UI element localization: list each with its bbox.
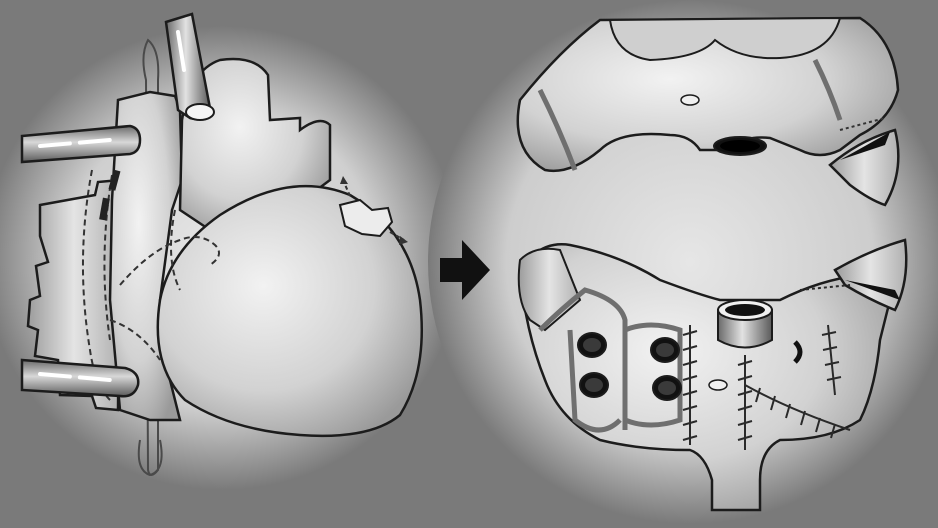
pulmonary-vein-orifice-4-inner — [658, 381, 676, 395]
svc-cannula-tip — [186, 104, 214, 120]
pulmonary-vein-orifice-2-inner — [585, 378, 603, 392]
upper-small-orifice — [681, 95, 699, 105]
lower-central-vessel-lumen — [725, 304, 765, 316]
pulmonary-vein-orifice-1-inner — [583, 338, 601, 352]
lower-small-orifice — [709, 380, 727, 390]
upper-central-orifice-inner — [720, 140, 760, 152]
pulmonary-vein-orifice-3-inner — [656, 343, 674, 357]
